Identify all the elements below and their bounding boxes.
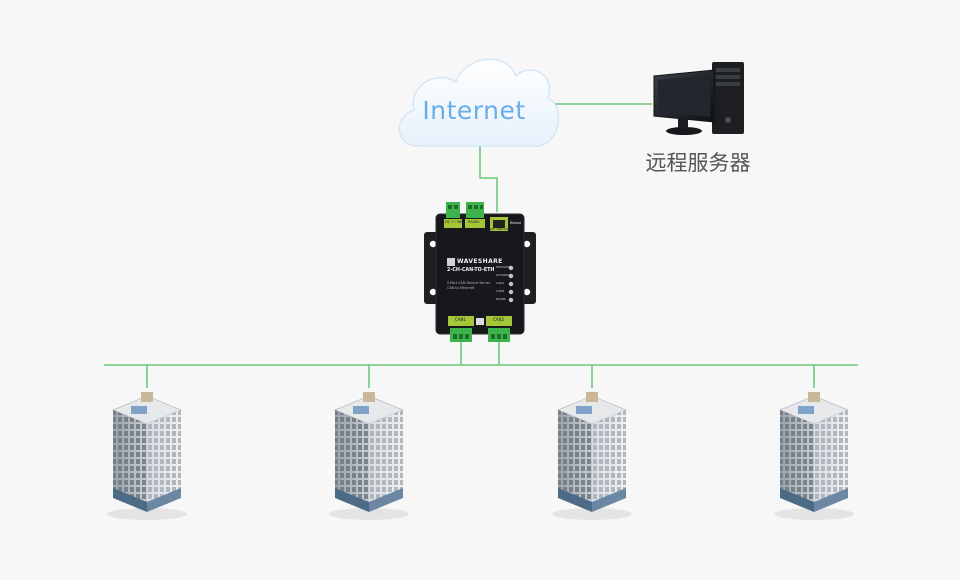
building-2 (328, 391, 410, 521)
device-desc-line1: 2-Port CAN Device Server (447, 281, 491, 285)
led-label-5: RS485 (496, 297, 506, 301)
can-to-eth-device (424, 202, 536, 342)
led-label-1: PWR/LINK (496, 265, 511, 269)
internet-cloud (398, 58, 560, 147)
port-label-can1: CAN1 (455, 317, 467, 322)
building-4 (773, 391, 855, 521)
led-label-4: CAN2 (496, 289, 505, 293)
led-label-2: ACT/RUN (496, 273, 510, 277)
port-label-reload: Reload (510, 221, 521, 225)
cloud-to-device-line (479, 146, 498, 212)
device-model: 2-CH-CAN-TO-ETH (447, 268, 495, 273)
port-label-can2: CAN2 (493, 317, 505, 322)
internet-label: Internet (422, 96, 526, 125)
led-label-3: CAN1 (496, 281, 505, 285)
remote-server-label: 远程服务器 (645, 151, 751, 175)
building-3 (551, 391, 633, 521)
device-desc-line2: CAN to Ethernet (447, 286, 475, 290)
brand-logo-text: WAVESHARE (457, 258, 503, 265)
building-1 (107, 392, 187, 520)
connection-lines (104, 103, 858, 388)
server-computer-icon (653, 62, 744, 135)
port-label-rj45: RJ45 10M/100M (489, 227, 511, 231)
port-label-rs485: RS485 (468, 220, 480, 224)
port-label-power: DC 7~36V (445, 220, 464, 224)
